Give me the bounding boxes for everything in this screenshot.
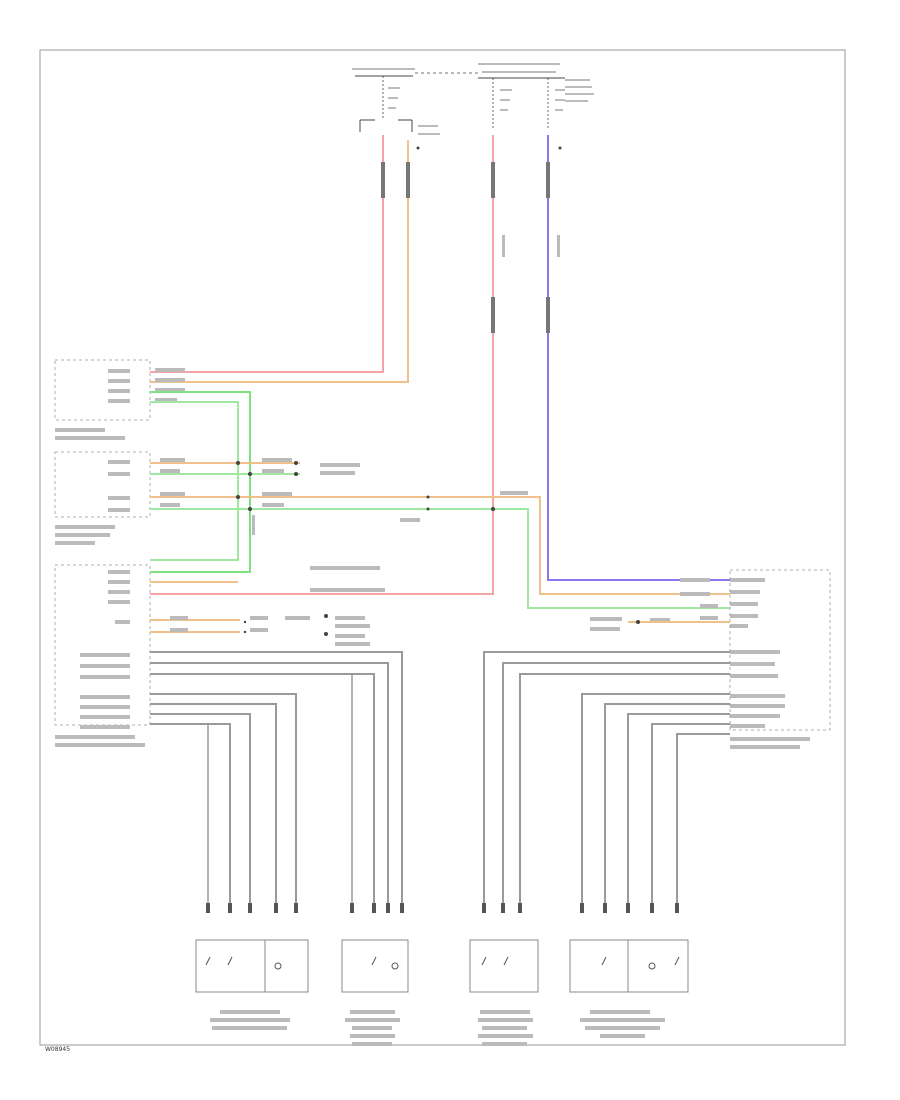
fuse-block-top-left — [352, 68, 440, 150]
left-module-lower-pins — [80, 570, 130, 729]
right-module-pins — [590, 578, 810, 749]
wire-gray-left — [150, 651, 403, 905]
diagram-frame — [39, 49, 846, 1046]
wire-orange-middle — [150, 462, 730, 609]
wire-gray-right — [483, 651, 730, 905]
middle-connector-labels — [160, 458, 528, 522]
left-module-middle — [54, 451, 151, 518]
figure-id: W08945 — [45, 1046, 70, 1053]
wire-gray-left-stubs — [207, 674, 353, 905]
lower-splices — [243, 614, 328, 636]
component-switch-2 — [341, 939, 409, 993]
left-module-upper — [54, 359, 151, 421]
left-module-upper-pins — [108, 368, 185, 403]
middle-splices — [236, 461, 495, 511]
splice-labels — [502, 235, 560, 257]
left-module-middle-pins — [108, 460, 130, 512]
wire-orange-lower — [150, 581, 240, 633]
left-module-lower — [54, 564, 151, 726]
right-splice — [636, 620, 640, 624]
wire-green-upper — [150, 391, 251, 573]
fuse-block-top-right — [478, 63, 594, 150]
left-module-lower-caption — [55, 735, 145, 747]
bottom-captions — [210, 1010, 665, 1046]
bottom-connector-marks — [206, 903, 679, 913]
left-module-upper-caption — [55, 428, 125, 440]
wire-purple — [547, 135, 730, 581]
component-switch-3 — [469, 939, 539, 993]
component-switch-1 — [195, 939, 309, 993]
lower-labels — [170, 566, 385, 646]
wire-connector-marks — [381, 162, 550, 333]
wire-orange-main — [150, 140, 409, 383]
wire-red-main — [150, 135, 384, 373]
right-module — [729, 569, 831, 731]
middle-caption — [55, 515, 255, 545]
wire-red-right — [150, 135, 494, 595]
component-switch-4 — [569, 939, 689, 993]
